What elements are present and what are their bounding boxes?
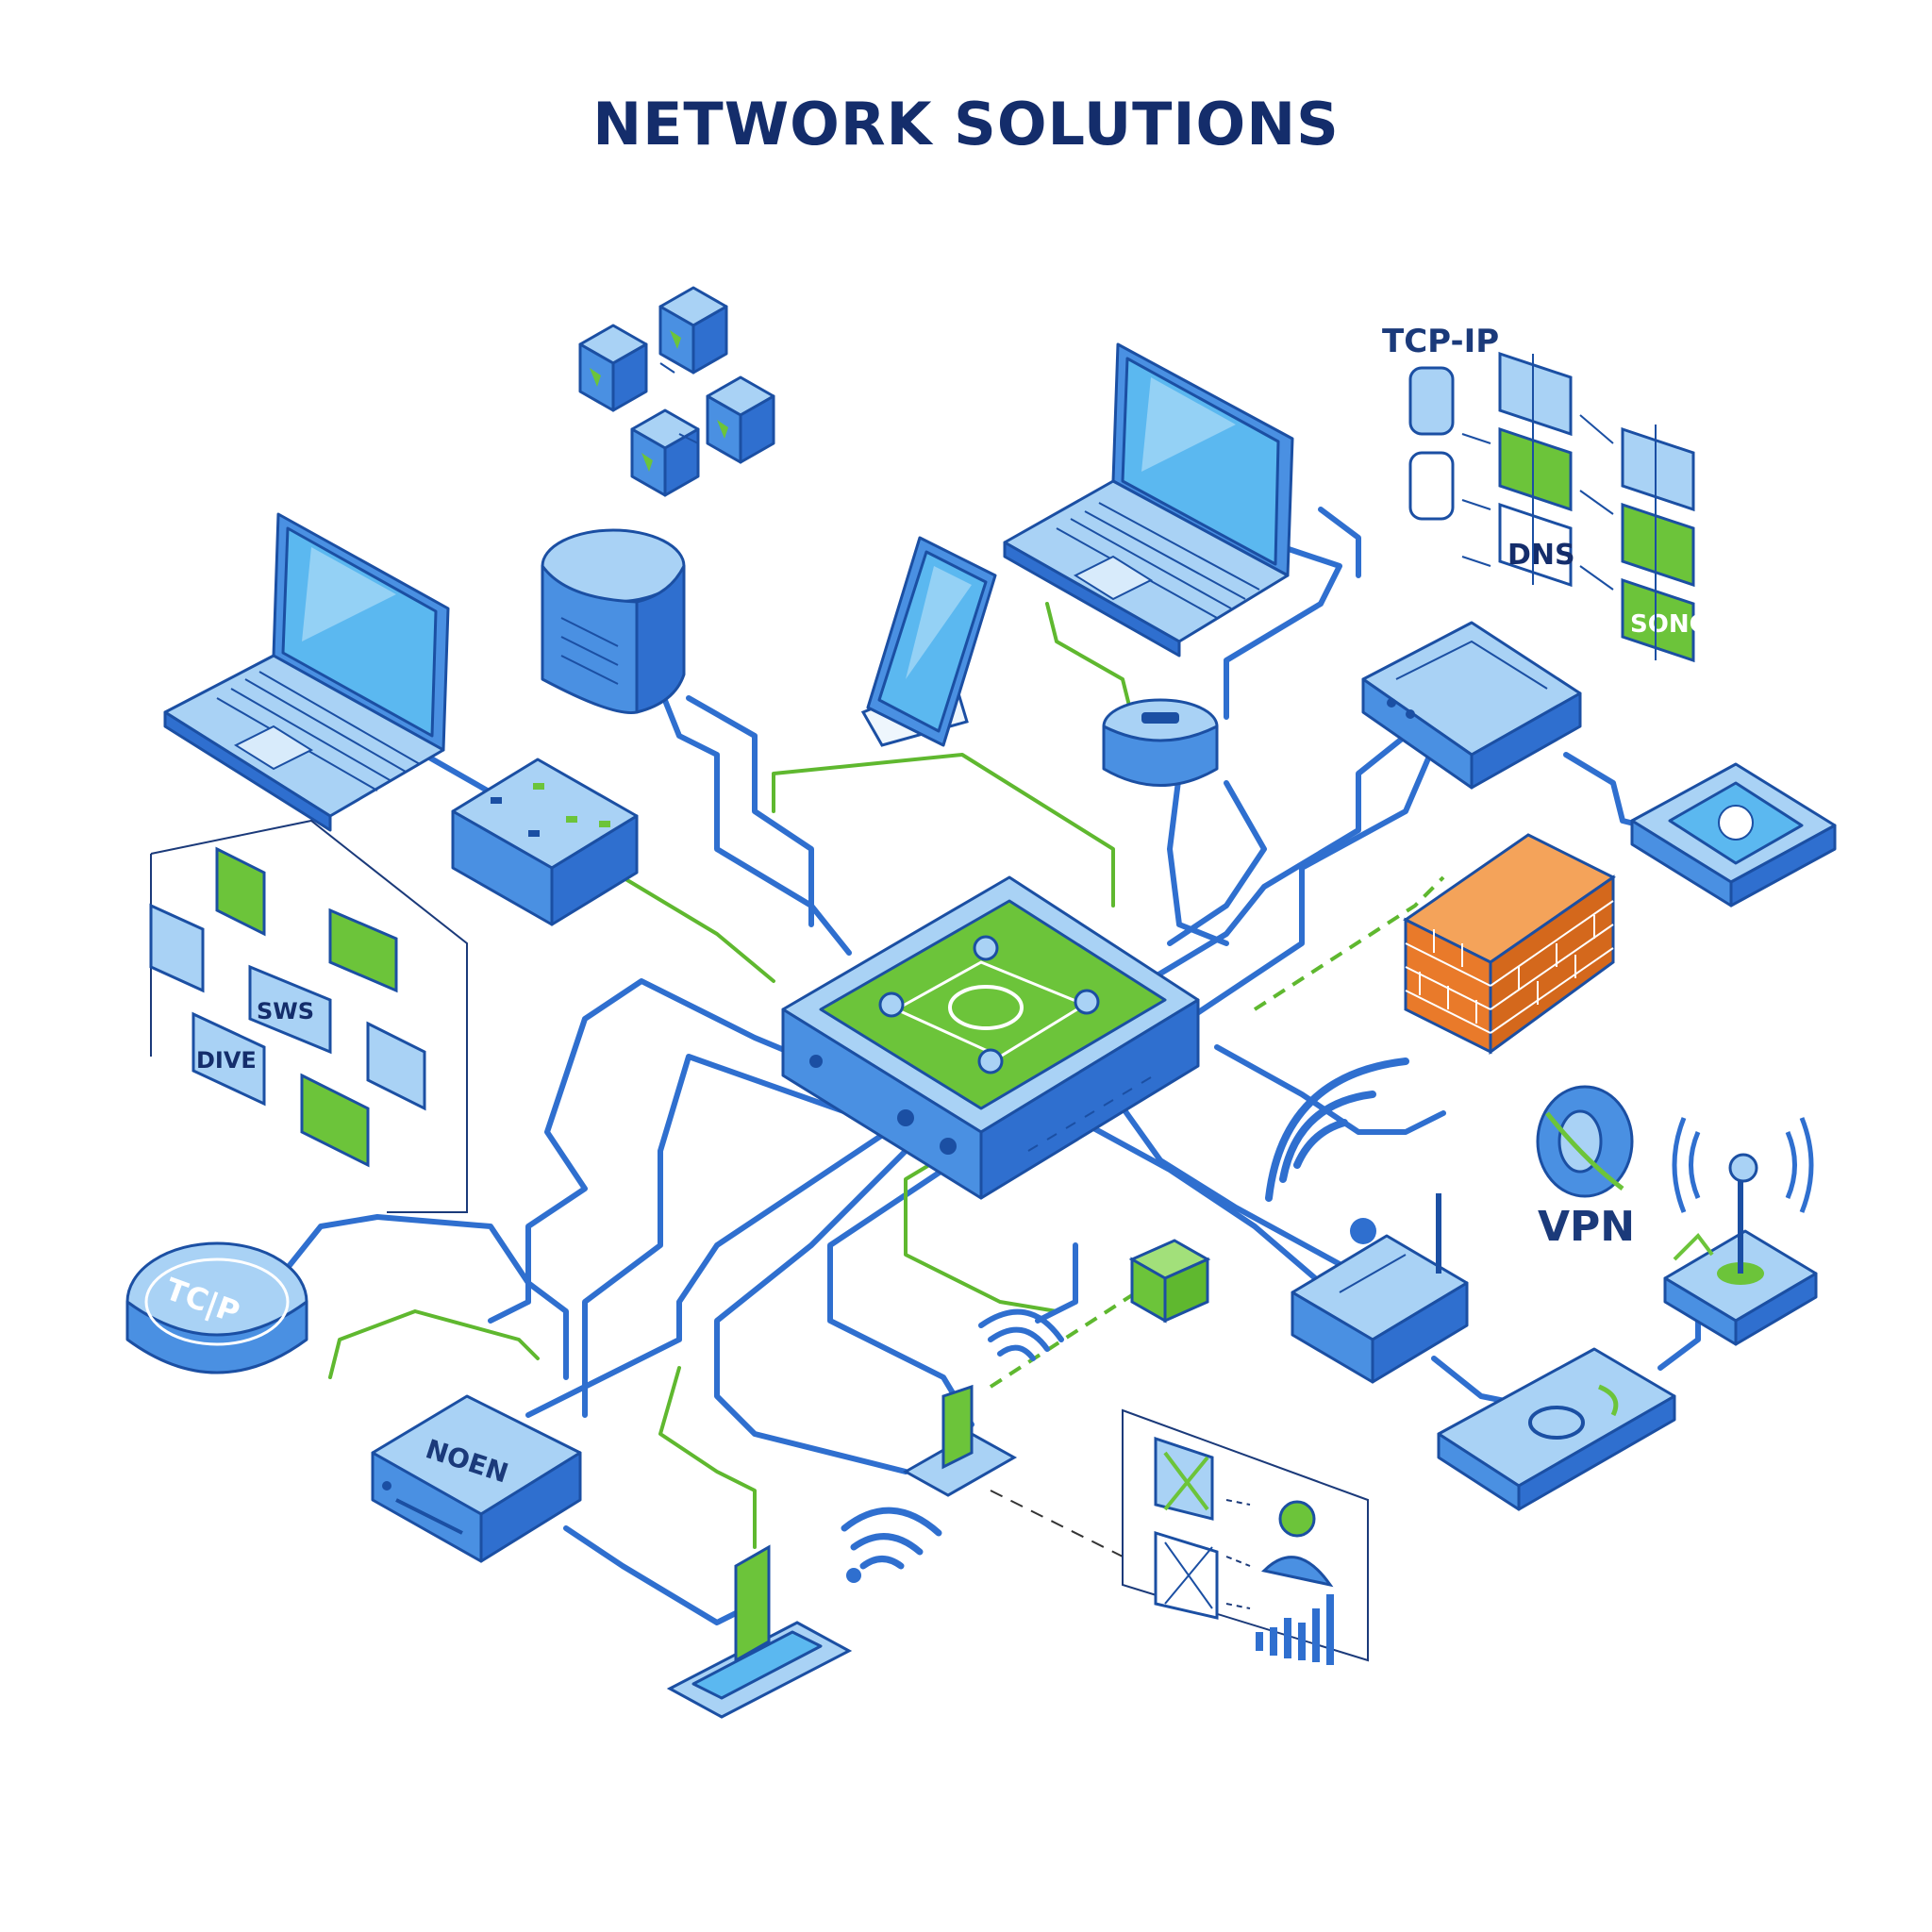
cable-modem-phone-green [658, 1366, 757, 1549]
cable-hub-modem [582, 1054, 852, 1418]
cable-switch-hub [621, 875, 775, 983]
cable-phone-hub [772, 753, 1115, 908]
cable-hub-router2-b [1110, 1091, 1342, 1267]
green-node-icon[interactable] [1128, 1239, 1211, 1324]
dashed-link-green [989, 1281, 1153, 1389]
wifi-icon [978, 1308, 1064, 1361]
laptop-icon[interactable] [1003, 342, 1294, 658]
router-icon[interactable] [1102, 698, 1219, 787]
firewall-icon[interactable] [1403, 833, 1616, 1055]
cloud-storage-icon[interactable] [578, 286, 775, 497]
wifi-stand-icon[interactable] [902, 1384, 1018, 1497]
wifi-icon [1265, 1058, 1409, 1244]
cable-dock-hub [1167, 771, 1229, 946]
cable-pad-antenna [1657, 1318, 1701, 1371]
cable-hub-firewall [1214, 1044, 1446, 1135]
cable-laptop-dock [1045, 602, 1134, 719]
cable-laptop-switch [422, 752, 493, 795]
router-icon[interactable] [1361, 621, 1582, 790]
tcp-disk-icon[interactable]: TC|P [125, 1241, 308, 1374]
cable-router-hub-2 [1186, 742, 1437, 1022]
cable-dock-hub-2 [1167, 780, 1267, 946]
cable-hub-modem-2 [525, 1129, 890, 1418]
switch-icon[interactable] [451, 758, 639, 926]
cable-hub-tablet [714, 1148, 908, 1474]
cable-modem-tablet [563, 1525, 758, 1625]
dashed-link-firewall [1253, 875, 1445, 1011]
cable-tcp-modem-green [328, 1309, 540, 1379]
smartphone-icon[interactable] [666, 1544, 853, 1719]
vpn-label: VPN [1538, 1203, 1635, 1251]
cable-hub-tcp [488, 978, 871, 1324]
dns-label: DNS [1507, 539, 1575, 572]
modem-icon[interactable]: NOEN [371, 1394, 582, 1563]
cable-laptop-router [1318, 507, 1361, 578]
monitor-icon[interactable] [1437, 1347, 1676, 1511]
cable-server-hub-2 [686, 695, 814, 927]
central-hub[interactable] [781, 875, 1200, 1200]
cable-green-node [1035, 1242, 1078, 1324]
page-title: NETWORK SOLUTIONS [592, 90, 1340, 158]
cable-hub-router2 [1063, 1110, 1324, 1286]
vpn-icon[interactable]: VPN [1536, 1085, 1635, 1251]
cable-server-hub [658, 686, 852, 956]
sonc-label: SONC [1630, 610, 1707, 639]
tablet-icon[interactable] [1630, 762, 1837, 908]
router-icon[interactable] [1291, 1193, 1469, 1384]
cable-tcp-modem [280, 1214, 569, 1380]
sws-label: SWS [257, 998, 314, 1024]
server-icon[interactable] [541, 528, 686, 715]
laptop-icon[interactable] [163, 512, 450, 832]
cable-laptop-dock-2 [1224, 544, 1342, 720]
tcp-ip-label: TCP-IP [1382, 323, 1499, 360]
dashed-link-dashboard [990, 1490, 1142, 1567]
process-flow-panel: SWS DIVE [149, 819, 468, 1213]
cable-hub-dock-green [904, 1149, 1058, 1313]
antenna-icon[interactable] [1663, 1117, 1818, 1346]
dive-label: DIVE [196, 1047, 257, 1074]
wifi-icon [841, 1507, 942, 1583]
cable-group [280, 507, 1701, 1625]
protocol-flow-panel: TCP-IP DNS SONC [1382, 323, 1707, 663]
dashboard-panel [1122, 1408, 1369, 1665]
cable-router-hub [1129, 733, 1408, 993]
smartphone-icon[interactable] [860, 536, 997, 747]
